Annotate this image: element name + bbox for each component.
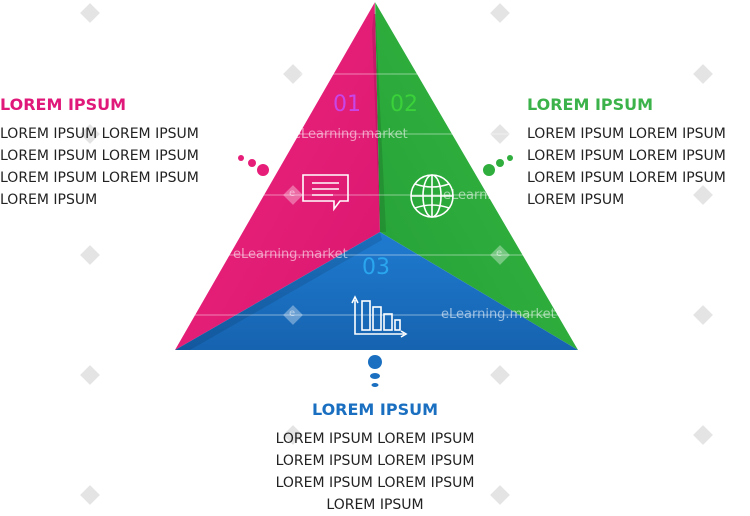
left-text-block: LOREM IPSUM LOREM IPSUM LOREM IPSUM LORE… xyxy=(0,95,199,211)
bottom-line: LOREM IPSUM LOREM IPSUM xyxy=(275,453,475,469)
right-connector-dots xyxy=(483,155,513,176)
right-line: LOREM IPSUM LOREM IPSUM xyxy=(527,126,726,142)
left-heading: LOREM IPSUM xyxy=(0,95,127,114)
left-connector-dots xyxy=(238,155,269,176)
bottom-text-block: LOREM IPSUM LOREM IPSUM LOREM IPSUM LORE… xyxy=(263,400,487,516)
segment-01-pink xyxy=(175,2,380,350)
bottom-connector-dots xyxy=(368,355,382,387)
segment-02-green xyxy=(375,2,578,350)
right-text-block: LOREM IPSUM LOREM IPSUM LOREM IPSUM LORE… xyxy=(527,95,726,211)
left-line: LOREM IPSUM xyxy=(0,192,98,208)
right-line: LOREM IPSUM LOREM IPSUM xyxy=(527,170,726,186)
bar-chart-icon xyxy=(351,295,408,338)
left-line: LOREM IPSUM LOREM IPSUM xyxy=(0,126,199,142)
watermark-text: eLearning.market xyxy=(441,307,556,322)
watermark-mark: e xyxy=(496,248,503,259)
watermark-text: eLearning.market xyxy=(443,188,558,203)
watermark-mark: e xyxy=(289,308,296,319)
segment-number-02: 02 xyxy=(390,92,418,117)
right-heading: LOREM IPSUM xyxy=(527,95,654,114)
bottom-line: LOREM IPSUM xyxy=(326,497,424,513)
left-line: LOREM IPSUM LOREM IPSUM xyxy=(0,148,199,164)
bottom-line: LOREM IPSUM LOREM IPSUM xyxy=(275,431,475,447)
watermark-text: eLearning.market xyxy=(233,247,348,262)
bottom-line: LOREM IPSUM LOREM IPSUM xyxy=(275,475,475,491)
right-line: LOREM IPSUM xyxy=(527,192,625,208)
globe-icon xyxy=(410,174,454,218)
segment-03-blue xyxy=(175,232,578,350)
left-line: LOREM IPSUM LOREM IPSUM xyxy=(0,170,199,186)
bottom-heading: LOREM IPSUM xyxy=(311,400,439,419)
segment-number-03: 03 xyxy=(362,255,390,280)
segment-number-01: 01 xyxy=(333,92,361,117)
right-line: LOREM IPSUM LOREM IPSUM xyxy=(527,148,726,164)
chat-bubble-icon xyxy=(302,174,349,212)
watermark-text: eLearning.market xyxy=(293,127,408,142)
watermark-mark: e xyxy=(289,188,296,199)
